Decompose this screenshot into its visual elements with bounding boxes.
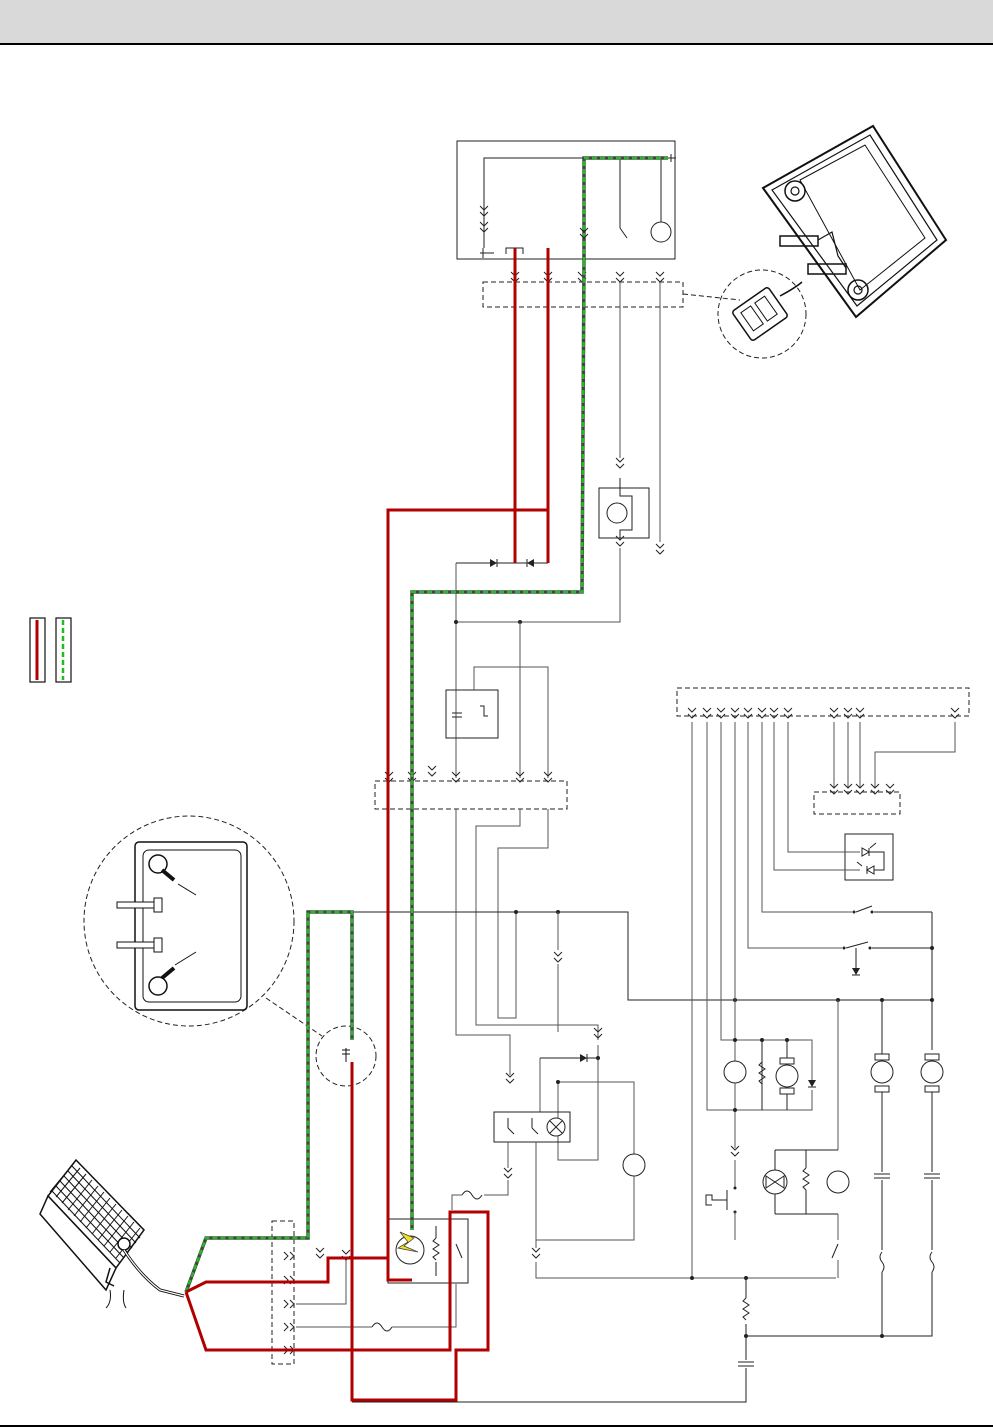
battery-detail-illustration <box>84 816 376 1086</box>
relay-coil-icon <box>724 1061 746 1083</box>
ground-wire <box>186 158 668 1292</box>
led-icon <box>857 862 874 874</box>
signal-wiring <box>352 282 969 1402</box>
diode-icon <box>527 559 534 567</box>
connector-block-mid <box>375 781 567 809</box>
led-indicator-panel <box>845 834 893 880</box>
legend-swatches <box>30 618 71 682</box>
main-power-wire <box>186 248 548 1400</box>
motor-1 <box>871 1054 893 1092</box>
buzzer-icon <box>623 1154 645 1176</box>
main-block <box>272 1219 468 1364</box>
relay-coil-icon <box>607 503 627 523</box>
fuse-icon <box>462 1191 482 1199</box>
motor-icon <box>776 1065 798 1087</box>
led-icon <box>862 843 876 856</box>
solenoid-icon <box>763 1170 787 1194</box>
connector-pins-top <box>511 272 664 282</box>
ground-icon <box>480 248 494 258</box>
battery-charger-illustration <box>40 1160 184 1308</box>
diode-icon <box>490 559 497 567</box>
capacitor-icon <box>924 1174 940 1178</box>
fuse-icon <box>372 1323 392 1331</box>
diode-icon <box>580 1054 587 1062</box>
capacitor-icon <box>738 1362 754 1366</box>
motor-2 <box>921 1054 943 1092</box>
relay-coil-icon <box>827 1171 849 1193</box>
connector-block-bottom <box>272 1221 294 1364</box>
indicator-lamp-icon <box>651 222 671 242</box>
control-module-illustration <box>718 126 946 358</box>
connector-block-small <box>814 792 900 814</box>
lamp-icon <box>547 1118 565 1136</box>
capacitor-icon <box>874 1174 890 1178</box>
